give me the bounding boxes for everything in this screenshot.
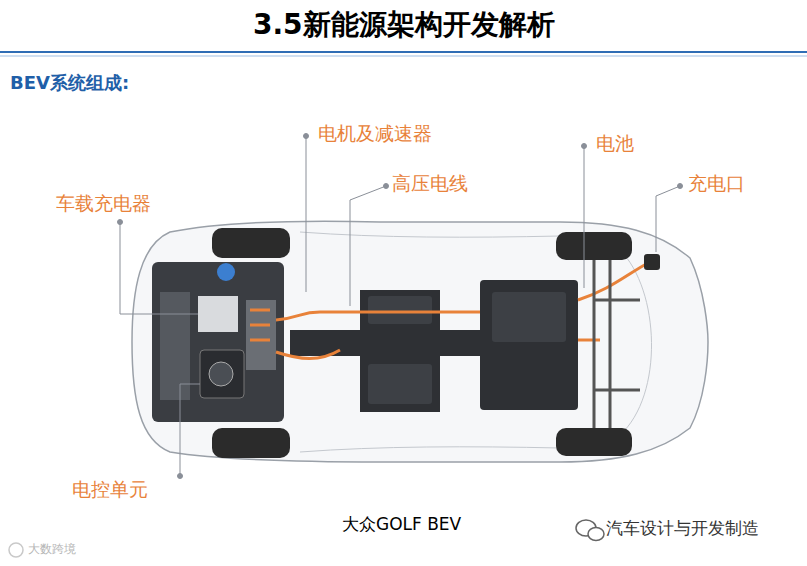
battery-module bbox=[492, 292, 566, 342]
hv-cable bbox=[276, 312, 480, 320]
watermark-icon bbox=[576, 520, 604, 541]
part-label: 充电口 bbox=[688, 172, 745, 195]
car-body bbox=[132, 221, 708, 462]
watermark: 大数跨境 bbox=[28, 542, 76, 556]
hv-cable bbox=[276, 350, 340, 359]
battery-pack bbox=[480, 280, 578, 410]
inverter bbox=[246, 300, 276, 370]
charger-unit bbox=[198, 296, 238, 332]
part-label: 电池 bbox=[596, 132, 634, 155]
part-label: 车载充电器 bbox=[56, 192, 151, 215]
hv-cable bbox=[578, 262, 650, 300]
part-label: 电控单元 bbox=[72, 478, 148, 501]
wheel bbox=[212, 228, 290, 258]
hv-connector bbox=[250, 310, 270, 340]
wheel bbox=[556, 232, 632, 260]
part-label: 电机及减速器 bbox=[318, 122, 432, 145]
motor-bay bbox=[152, 262, 284, 422]
battery-module bbox=[368, 296, 432, 324]
battery-module bbox=[368, 364, 432, 404]
wheel bbox=[212, 428, 290, 458]
watermark: 汽车设计与开发制造 bbox=[606, 518, 759, 538]
title-rule bbox=[0, 51, 807, 53]
reservoir bbox=[217, 263, 235, 281]
figure-caption: 大众GOLF BEV bbox=[342, 514, 461, 534]
page-title: 3.5新能源架构开发解析 bbox=[253, 8, 555, 42]
wheel bbox=[556, 428, 632, 456]
motor-end bbox=[209, 362, 233, 386]
watermark-icon bbox=[9, 543, 23, 557]
part-label: 高压电线 bbox=[392, 172, 468, 195]
charge-port bbox=[644, 254, 660, 270]
section-heading: BEV系统组成: bbox=[10, 72, 129, 94]
rear-axle bbox=[594, 260, 640, 428]
leader-lines bbox=[118, 134, 683, 479]
motor bbox=[200, 350, 244, 398]
hv-cable bbox=[578, 339, 600, 342]
title-rule bbox=[0, 56, 807, 57]
battery-tunnel bbox=[290, 290, 480, 412]
